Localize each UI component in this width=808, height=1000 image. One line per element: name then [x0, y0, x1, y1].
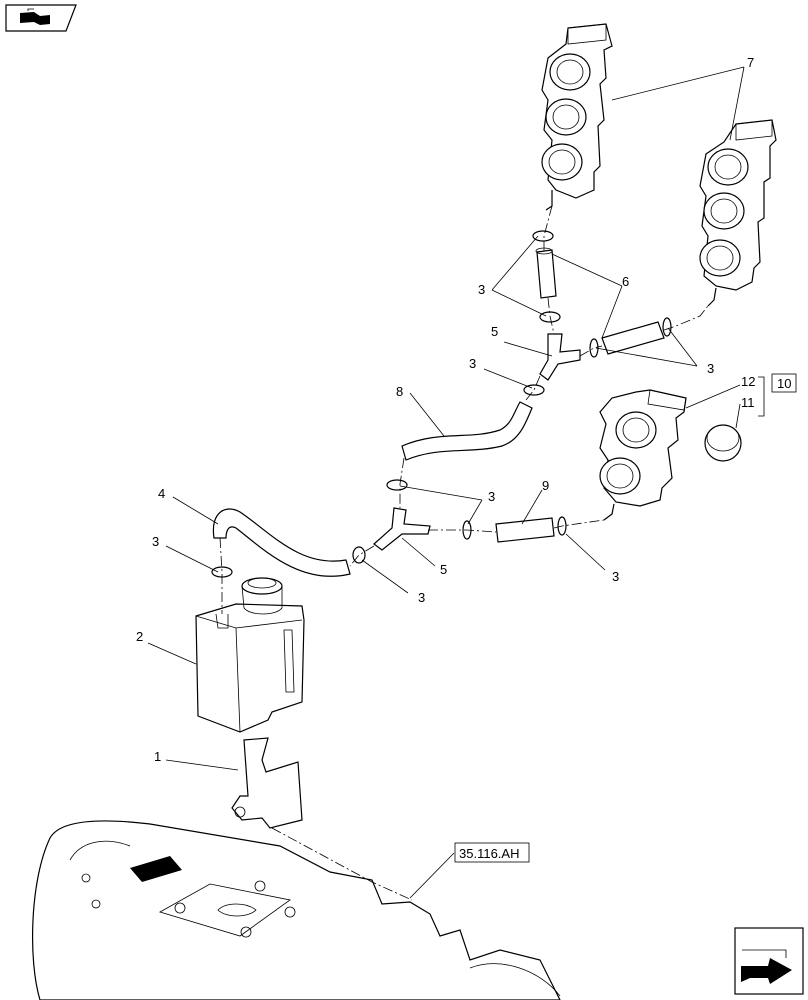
callout-4: 4 [158, 486, 165, 501]
hose-9 [495, 517, 555, 543]
reference-label: 35.116.AH [459, 846, 519, 861]
hose-8 [401, 401, 533, 461]
callout-3: 3 [478, 282, 485, 297]
clamp-parts [211, 230, 672, 578]
hose-6-horizontal [601, 321, 665, 355]
callout-10-box[interactable]: 10 [771, 373, 797, 393]
callout-3: 3 [469, 356, 476, 371]
callout-5: 5 [491, 324, 498, 339]
callout-numbers: 7 6 3 3 5 3 8 12 11 3 9 3 4 3 5 3 2 1 [136, 55, 755, 764]
valve-block-lower [599, 389, 687, 521]
tee-5-upper [539, 333, 581, 381]
callout-12: 12 [741, 374, 755, 389]
callout-1: 1 [154, 749, 161, 764]
callout-9: 9 [542, 478, 549, 493]
valve-block-right [699, 119, 777, 307]
next-page-arrow-icon[interactable] [734, 927, 804, 995]
reservoir-tank [195, 577, 305, 733]
mounting-bracket [231, 737, 303, 829]
callout-3: 3 [488, 489, 495, 504]
callout-8: 8 [396, 384, 403, 399]
connection-lines [219, 205, 709, 901]
tee-5-lower [373, 507, 431, 551]
callout-3: 3 [152, 534, 159, 549]
axle-housing [31, 820, 561, 1000]
leader-lines [147, 66, 765, 899]
callout-3: 3 [418, 590, 425, 605]
hose-6-vertical [535, 247, 557, 299]
book-arrow-icon[interactable] [5, 4, 77, 32]
reference-link-35-116-ah[interactable]: 35.116.AH [454, 842, 530, 863]
valve-block-upper [541, 23, 613, 211]
callout-7: 7 [747, 55, 754, 70]
callout-5: 5 [440, 562, 447, 577]
callout-6: 6 [622, 274, 629, 289]
cap-part [704, 424, 742, 462]
callout-3: 3 [707, 361, 714, 376]
hose-4 [212, 508, 351, 577]
callout-2: 2 [136, 629, 143, 644]
callout-3: 3 [612, 569, 619, 584]
callout-10: 10 [777, 376, 791, 391]
callout-11: 11 [741, 395, 755, 410]
